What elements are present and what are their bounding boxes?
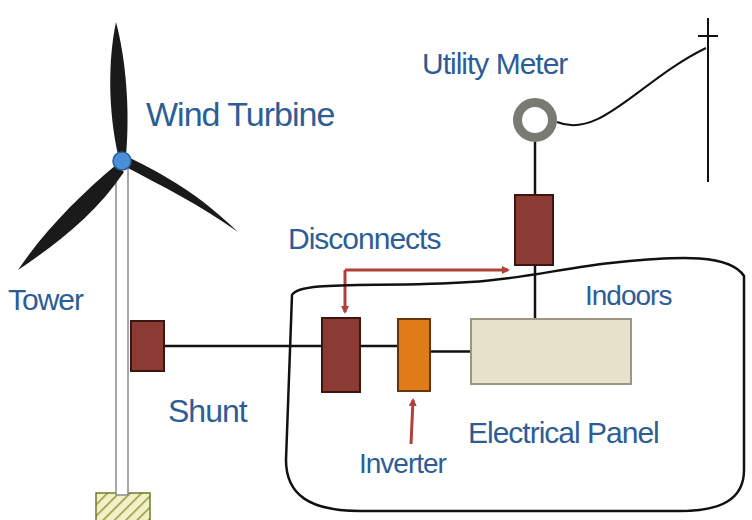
- tower-base: [96, 493, 150, 520]
- inverter-box: Inverter: [397, 318, 431, 392]
- region-outline: [286, 258, 744, 511]
- turbine-hub: [113, 152, 131, 170]
- leader-arrow: [344, 270, 347, 312]
- tower-label: Tower: [8, 283, 83, 316]
- wire: [431, 350, 470, 353]
- disconnects-label: Disconnects: [288, 222, 440, 255]
- turbine-blade: [128, 158, 238, 232]
- disconnect-box: [515, 195, 553, 265]
- leader-arrow: [411, 400, 413, 444]
- tower-pole: [116, 165, 128, 495]
- turbine-label: Wind Turbine: [146, 96, 334, 133]
- turbine-blade: [110, 22, 127, 155]
- node-label: Utility Meter: [422, 47, 567, 80]
- service-wire: [557, 48, 706, 125]
- node-label: Indoors: [585, 281, 671, 312]
- disconnect-box: [322, 318, 360, 392]
- node-label: Electrical Panel: [468, 416, 659, 449]
- leader-arrow: [345, 269, 508, 272]
- shunt-box: Shunt: [130, 320, 165, 372]
- node-label: Inverter: [359, 449, 446, 480]
- utility-meter: Utility Meter: [513, 98, 557, 142]
- utility-pole: [707, 18, 709, 182]
- wire: [165, 345, 397, 348]
- electrical-panel: Electrical Panel: [470, 318, 632, 385]
- turbine-blade: [18, 165, 124, 270]
- indoors-region: IndoorsInverterElectrical Panel: [280, 250, 748, 515]
- node-label: Shunt: [168, 394, 247, 429]
- utility-pole: [698, 35, 718, 37]
